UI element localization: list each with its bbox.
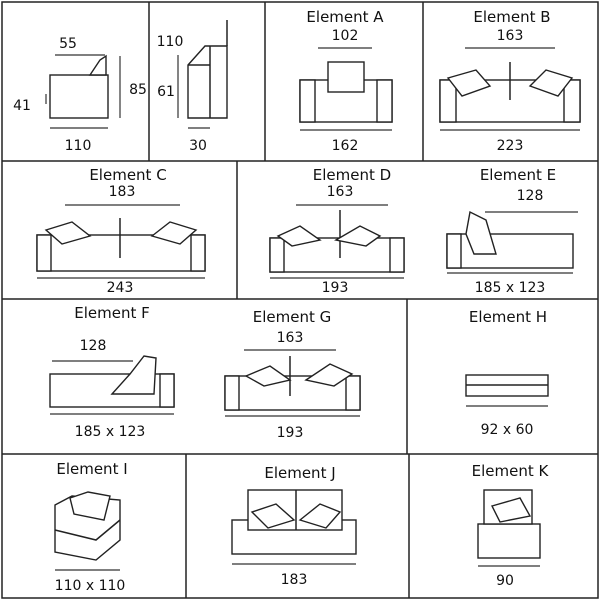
element-a: Element A 102 162: [299, 8, 393, 154]
element-d-top-dim: 163: [327, 184, 354, 200]
element-b-top-dim: 163: [497, 28, 524, 44]
element-h: Element H 92 x 60: [465, 308, 549, 438]
element-c-top-dim: 183: [109, 184, 136, 200]
element-f-top-dim: 128: [80, 338, 107, 354]
element-h-bottom-dim: 92 x 60: [481, 422, 534, 438]
element-f: Element F 128 185 x 123: [49, 304, 175, 440]
element-c-title: Element C: [89, 166, 166, 184]
element-b-bottom-dim: 223: [497, 138, 524, 154]
side-view-cell: 55 41 85 110: [13, 36, 147, 154]
element-d-bottom-dim: 193: [322, 280, 349, 296]
side-height-label: 85: [129, 82, 147, 98]
element-i-title: Element I: [56, 460, 127, 478]
element-j-bottom-dim: 183: [281, 572, 308, 588]
side-width-label: 110: [65, 138, 92, 154]
element-g-top-dim: 163: [277, 330, 304, 346]
element-d-title: Element D: [313, 166, 391, 184]
element-b: Element B 163 223: [439, 8, 581, 154]
element-f-title: Element F: [74, 304, 150, 322]
element-e-top-dim: 128: [517, 188, 544, 204]
element-b-title: Element B: [473, 8, 550, 26]
arm-seat-label: 61: [157, 84, 175, 100]
element-j: Element J 183: [231, 464, 357, 588]
element-a-top-dim: 102: [332, 28, 359, 44]
element-e-bottom-dim: 185 x 123: [475, 280, 546, 296]
element-f-bottom-dim: 185 x 123: [75, 424, 146, 440]
element-i: Element I 110 x 110: [54, 460, 128, 594]
element-d: Element D 163 193: [269, 166, 405, 296]
arm-height-label: 110: [157, 34, 184, 50]
side-seat-height-label: 41: [13, 98, 31, 114]
element-g-bottom-dim: 193: [277, 425, 304, 441]
element-k-title: Element K: [472, 462, 550, 480]
element-k-bottom-dim: 90: [496, 573, 514, 589]
element-a-title: Element A: [306, 8, 384, 26]
element-a-bottom-dim: 162: [332, 138, 359, 154]
element-i-bottom-dim: 110 x 110: [55, 578, 126, 594]
arm-width-label: 30: [189, 138, 207, 154]
element-g-title: Element G: [253, 308, 332, 326]
element-e-title: Element E: [480, 166, 556, 184]
arm-view-cell: 110 61 30: [157, 20, 228, 154]
element-c: Element C 183 243: [36, 166, 206, 296]
element-g: Element G 163 193: [224, 308, 361, 441]
element-j-title: Element J: [264, 464, 335, 482]
element-h-title: Element H: [469, 308, 547, 326]
element-k: Element K 90: [472, 462, 550, 589]
element-c-bottom-dim: 243: [107, 280, 134, 296]
side-depth-label: 55: [59, 36, 77, 52]
element-e: Element E 128 185 x 123: [446, 166, 578, 296]
